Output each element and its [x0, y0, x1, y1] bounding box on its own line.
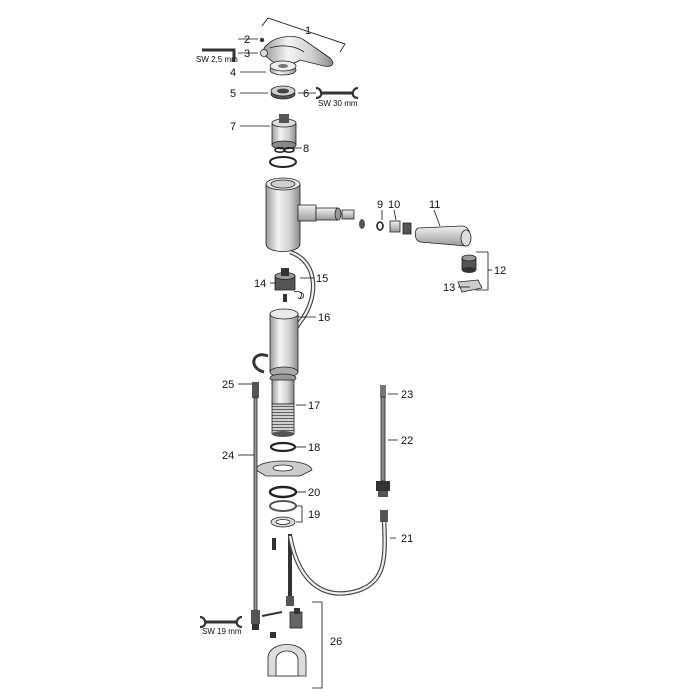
- supply-hose-22: [376, 385, 390, 497]
- small-pin: [283, 294, 287, 302]
- cartridge-nut: [270, 85, 296, 100]
- horseshoe-plate: [255, 460, 313, 477]
- clip-15: [293, 291, 304, 299]
- callout-22: 22: [401, 435, 413, 447]
- wrench-30-icon: [315, 86, 359, 100]
- tap-body: [265, 177, 317, 252]
- callout-bracket-1: [261, 17, 346, 53]
- callout-26: 26: [330, 636, 342, 648]
- hex-key-icon: [202, 48, 236, 62]
- callout-13: 13: [443, 282, 455, 294]
- callout-bracket-26: [312, 601, 323, 689]
- callout-8: 8: [303, 143, 309, 155]
- mounting-kit-26: [261, 608, 307, 677]
- callout-12: 12: [494, 265, 506, 277]
- tool-label-wrench-19: SW 19 mm: [202, 627, 242, 636]
- supply-line-24: [251, 382, 260, 630]
- callout-25: 25: [222, 379, 234, 391]
- body-sleeve-16: [269, 308, 299, 378]
- tool-label-wrench-30: SW 30 mm: [318, 99, 358, 108]
- callout-5: 5: [230, 88, 236, 100]
- stud-bolt-left: [272, 538, 276, 550]
- diverter-14: [274, 268, 296, 291]
- callout-19: 19: [308, 509, 320, 521]
- adapter-10: [389, 220, 412, 235]
- callout-4: 4: [230, 67, 236, 79]
- callout-21: 21: [401, 533, 413, 545]
- spout-connector: [315, 207, 365, 229]
- ceramic-cartridge: [271, 114, 297, 150]
- wrench-19-icon: [199, 615, 243, 629]
- bonnet-ring: [269, 60, 297, 76]
- callout-20: 20: [308, 487, 320, 499]
- callout-10: 10: [388, 199, 400, 211]
- seal-set: [274, 147, 295, 154]
- callout-15: 15: [316, 273, 328, 285]
- aerator-12: [461, 254, 477, 273]
- callout-6: 6: [303, 88, 309, 100]
- washer-20: [268, 485, 298, 499]
- hose-lower-loop: [287, 510, 388, 596]
- spray-head: [414, 225, 472, 247]
- callout-1: 1: [305, 25, 311, 37]
- grub-screw: [259, 37, 265, 43]
- o-ring-18: [269, 441, 297, 453]
- c-clip: [252, 353, 269, 374]
- callout-2: 2: [244, 34, 250, 46]
- callout-16: 16: [318, 312, 330, 324]
- callout-9: 9: [377, 199, 383, 211]
- washer-19b: [270, 516, 296, 528]
- aerator-key-13: [457, 279, 483, 293]
- callout-23: 23: [401, 389, 413, 401]
- tool-label-hex-key: SW 2,5 mm: [196, 55, 238, 64]
- o-ring-9: [376, 221, 384, 231]
- callout-14: 14: [254, 278, 266, 290]
- callout-11: 11: [429, 199, 440, 211]
- callout-17: 17: [308, 400, 320, 412]
- callout-3: 3: [244, 48, 250, 60]
- callout-24: 24: [222, 450, 234, 462]
- callout-7: 7: [230, 121, 236, 133]
- stud-bolt-right: [286, 534, 294, 606]
- callout-18: 18: [308, 442, 320, 454]
- threaded-shank-17: [269, 373, 297, 437]
- cover-cap: [260, 49, 268, 57]
- washer-19a: [269, 500, 297, 512]
- leader-lines: [238, 38, 492, 539]
- o-ring-top: [269, 156, 297, 168]
- handle-lever: [263, 36, 334, 67]
